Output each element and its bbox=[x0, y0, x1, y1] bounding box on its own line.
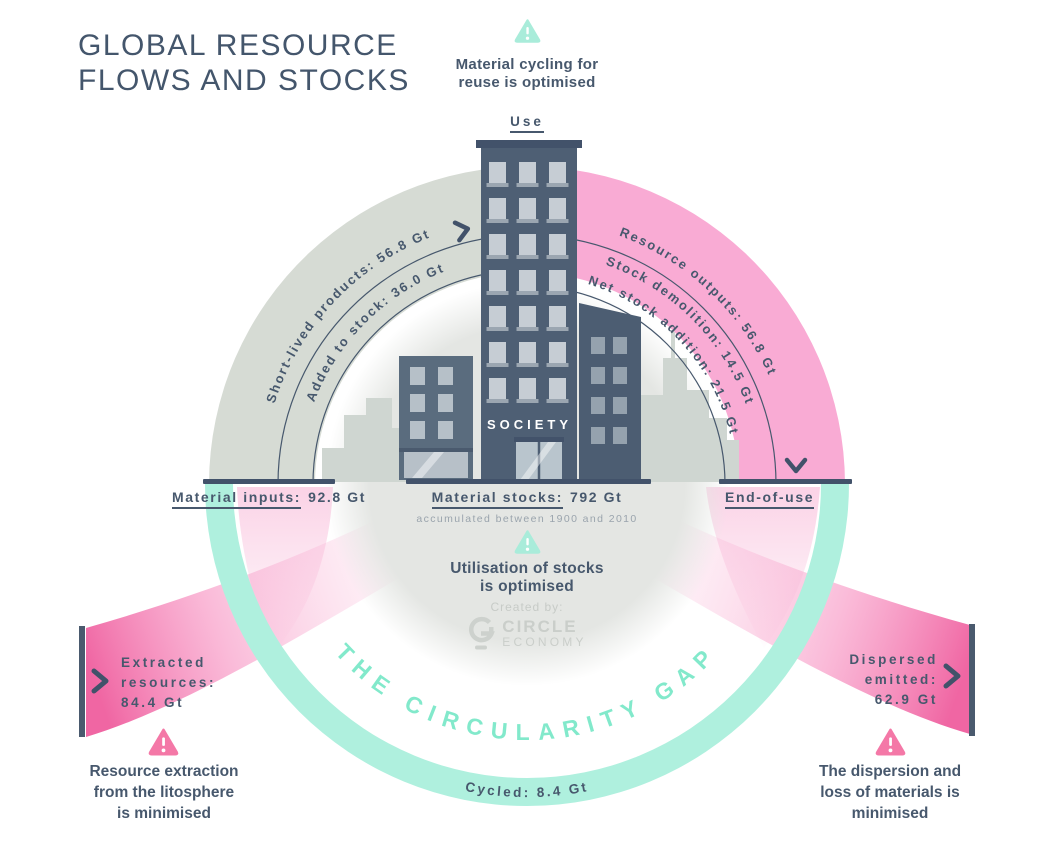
center-caption: Utilisation of stocks is optimised bbox=[397, 560, 657, 596]
circle-economy-logo-icon bbox=[467, 616, 496, 650]
extracted-edge-bar bbox=[79, 626, 85, 737]
top-caption-line2: reuse is optimised bbox=[458, 74, 596, 91]
end-of-use-label: End-of-use bbox=[725, 489, 815, 509]
ground-bars bbox=[203, 479, 852, 484]
left-bottom-caption: Resource extraction from the litosphere … bbox=[58, 761, 270, 824]
extracted-line2: resources: bbox=[121, 675, 217, 690]
dispersed-edge-bar bbox=[969, 624, 975, 736]
material-stocks-value: 792 Gt bbox=[570, 489, 623, 505]
extracted-line3: 84.4 Gt bbox=[121, 695, 185, 710]
city-skyline bbox=[322, 332, 739, 482]
dispersed-chevron-icon bbox=[943, 663, 961, 689]
center-caption-line1: Utilisation of stocks bbox=[450, 560, 604, 577]
use-label-text: Use bbox=[510, 114, 544, 133]
left-caption-line3: is minimised bbox=[117, 805, 211, 822]
warning-icon-left bbox=[148, 727, 179, 757]
extracted-line1: Extracted bbox=[121, 655, 206, 670]
center-caption-line2: is optimised bbox=[479, 578, 575, 595]
top-caption-line1: Material cycling for bbox=[455, 56, 599, 73]
dispersed-emitted-label: Dispersed emitted: 62.9 Gt bbox=[812, 650, 938, 710]
warning-icon-center bbox=[514, 529, 541, 555]
page-title-line2: FLOWS AND STOCKS bbox=[78, 64, 410, 97]
material-stocks-label: Material stocks: 792 Gt accumulated betwe… bbox=[397, 489, 657, 525]
material-stocks-note: accumulated between 1900 and 2010 bbox=[416, 513, 638, 525]
outputs-arc bbox=[509, 166, 845, 484]
material-inputs-label: Material inputs: 92.8 Gt bbox=[149, 489, 389, 509]
material-inputs-value: 92.8 Gt bbox=[308, 489, 366, 505]
page-title: GLOBAL RESOURCE FLOWS AND STOCKS bbox=[78, 28, 410, 98]
dispersed-line3: 62.9 Gt bbox=[874, 692, 938, 707]
right-caption-line3: minimised bbox=[851, 805, 929, 822]
material-inputs-text: Material inputs: bbox=[172, 489, 302, 509]
credit-label: Created by: bbox=[490, 600, 564, 614]
warning-icon-right bbox=[875, 727, 906, 757]
left-caption-line1: Resource extraction bbox=[89, 763, 239, 780]
dispersed-line1: Dispersed bbox=[849, 652, 938, 667]
cycled-label: Cycled: 8.4 Gt bbox=[464, 779, 589, 800]
extracted-chevron-icon bbox=[91, 668, 109, 694]
material-stocks-text: Material stocks: bbox=[431, 489, 563, 509]
society-buildings bbox=[399, 140, 641, 480]
dispersed-line2: emitted: bbox=[864, 672, 938, 687]
circle-economy-logo: CIRCLE ECONOMY bbox=[397, 616, 657, 650]
end-of-use-fade-wash bbox=[706, 487, 820, 648]
right-caption-line2: loss of materials is bbox=[820, 784, 960, 801]
left-caption-line2: from the litosphere bbox=[93, 784, 235, 801]
society-label: SOCIETY bbox=[486, 417, 573, 432]
inputs-arc-chevron-icon bbox=[452, 220, 471, 243]
extracted-resources-label: Extracted resources: 84.4 Gt bbox=[121, 653, 216, 713]
logo-text-economy: ECONOMY bbox=[502, 634, 587, 649]
right-bottom-caption: The dispersion and loss of materials is … bbox=[784, 761, 996, 824]
use-label: Use bbox=[477, 114, 577, 133]
warning-icon-top bbox=[514, 18, 541, 44]
inputs-arc bbox=[209, 166, 545, 485]
end-of-use-text: End-of-use bbox=[725, 489, 815, 509]
logo-text-circle: CIRCLE bbox=[502, 616, 578, 636]
top-caption: Material cycling for reuse is optimised bbox=[397, 56, 657, 92]
outputs-arc-chevron-icon bbox=[784, 457, 808, 474]
page-title-line1: GLOBAL RESOURCE bbox=[78, 29, 398, 62]
right-caption-line1: The dispersion and bbox=[818, 763, 962, 780]
